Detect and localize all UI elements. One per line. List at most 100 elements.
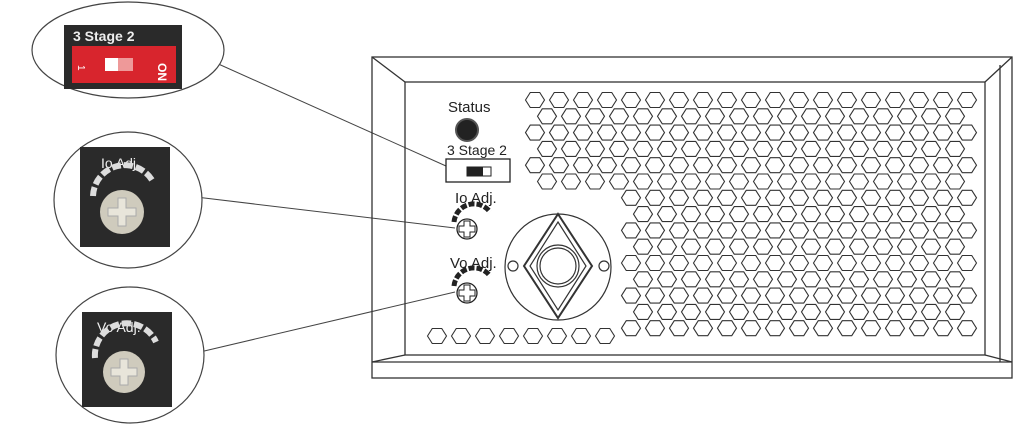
vent-hole [548, 157, 570, 174]
vent-hole [728, 173, 750, 190]
vo-adjust-potentiometer[interactable] [456, 282, 478, 304]
vent-hole [788, 157, 810, 174]
vent-hole [884, 124, 906, 141]
vent-hole [740, 320, 762, 337]
vent-hole [788, 254, 810, 272]
io-adjust-potentiometer[interactable] [456, 218, 478, 240]
vent-hole [956, 189, 978, 206]
vent-hole [788, 320, 810, 337]
vent-hole [812, 254, 834, 272]
vent-hole [680, 206, 702, 223]
vent-hole [644, 124, 666, 141]
vent-hole [752, 173, 774, 190]
vent-hole [848, 303, 870, 320]
vent-hole [896, 140, 918, 157]
vent-hole [836, 189, 858, 206]
vent-hole [956, 287, 978, 304]
vent-hole [788, 91, 810, 109]
vent-hole [668, 254, 690, 272]
vent-hole [956, 157, 978, 174]
vent-hole [812, 189, 834, 206]
vent-hole [908, 157, 930, 174]
stage-switch-slider[interactable] [467, 167, 483, 176]
vent-hole [824, 303, 846, 320]
vent-hole [956, 254, 978, 272]
vent-hole [570, 327, 592, 345]
callout-vo-adjust: Vo Adj. [55, 286, 205, 424]
vent-hole [572, 157, 594, 174]
vent-hole [740, 287, 762, 304]
enclosure [371, 56, 1013, 379]
vent-hole [680, 238, 702, 255]
vent-hole [728, 108, 750, 125]
vent-hole [932, 320, 954, 337]
vent-hole [800, 173, 822, 190]
vent-hole [704, 271, 726, 288]
vent-hole [896, 108, 918, 125]
vent-hole [546, 327, 568, 345]
fan-mount [504, 212, 612, 321]
vent-hole [848, 173, 870, 190]
vent-hole [836, 91, 858, 109]
vent-hole [692, 124, 714, 141]
callout-stage-title: 3 Stage 2 [73, 28, 135, 44]
vent-hole [668, 189, 690, 206]
vent-hole [956, 222, 978, 239]
vent-hole [896, 271, 918, 288]
vent-hole [632, 271, 654, 288]
vent-hole [860, 320, 882, 337]
vent-hole [944, 303, 966, 320]
vent-hole [944, 238, 966, 255]
vent-hole [728, 303, 750, 320]
vent-hole [740, 91, 762, 109]
vent-hole [872, 108, 894, 125]
vent-hole [884, 91, 906, 109]
vent-hole [932, 222, 954, 239]
vent-hole [704, 303, 726, 320]
vent-hole [848, 271, 870, 288]
vent-hole [812, 222, 834, 239]
leader-line-io [195, 196, 456, 229]
vent-hole [498, 327, 520, 345]
vent-hole [764, 254, 786, 272]
vent-hole [812, 124, 834, 141]
vent-hole [632, 140, 654, 157]
vent-hole [944, 108, 966, 125]
vent-hole [656, 206, 678, 223]
vent-hole [860, 287, 882, 304]
vent-hole [740, 254, 762, 272]
vent-hole [620, 287, 642, 304]
vent-hole [800, 238, 822, 255]
vent-hole [896, 238, 918, 255]
vent-hole [824, 173, 846, 190]
vent-hole [932, 189, 954, 206]
vent-hole [426, 327, 448, 345]
vent-hole [788, 124, 810, 141]
vent-hole [522, 327, 544, 345]
vent-hole [932, 91, 954, 109]
vent-hole [560, 140, 582, 157]
vent-hole [752, 303, 774, 320]
vent-hole [668, 222, 690, 239]
vent-hole [812, 320, 834, 337]
leader-line-stage [204, 57, 447, 167]
vent-hole [800, 140, 822, 157]
vent-hole [776, 206, 798, 223]
stage-label: 3 Stage 2 [447, 142, 507, 158]
vent-hole [860, 222, 882, 239]
vent-hole [920, 238, 942, 255]
vent-hole [752, 206, 774, 223]
vent-hole [644, 254, 666, 272]
vent-hole [644, 91, 666, 109]
vent-hole [474, 327, 496, 345]
vent-hole [704, 238, 726, 255]
vent-hole [632, 108, 654, 125]
vent-hole [776, 303, 798, 320]
vo-adjust-label: Vo Adj. [450, 255, 497, 272]
vent-hole [752, 238, 774, 255]
vent-hole [716, 124, 738, 141]
vent-hole [884, 254, 906, 272]
vent-hole [836, 124, 858, 141]
vent-hole [896, 206, 918, 223]
vent-hole [752, 271, 774, 288]
